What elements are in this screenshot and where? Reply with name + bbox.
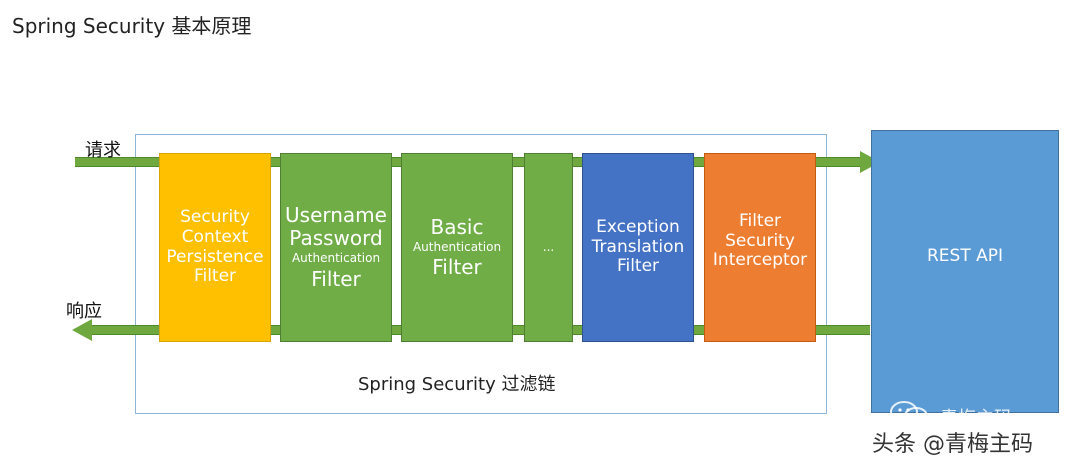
filter-ellipsis: ... [524, 153, 573, 342]
filter-line: Authentication [291, 251, 381, 266]
filter-username-password-authentication: Username Password Authentication Filter [280, 153, 392, 342]
rest-api-label: REST API [926, 246, 1004, 266]
filter-line: ... [542, 239, 555, 254]
filter-line: Interceptor [712, 250, 808, 271]
filter-line: Security [180, 207, 250, 228]
chain-caption: Spring Security 过滤链 [358, 374, 556, 395]
filter-basic-authentication: Basic Authentication Filter [401, 153, 513, 342]
request-label: 请求 [85, 140, 121, 161]
filter-line: Translation [591, 236, 685, 257]
filter-line: Password [289, 226, 383, 251]
filter-security-context-persistence: Security Context Persistence Filter [159, 153, 271, 342]
rest-api-box: REST API [871, 130, 1059, 413]
filter-line: Filter [193, 266, 237, 287]
filter-line: Filter [311, 266, 361, 291]
response-label: 响应 [66, 301, 102, 322]
filter-line: Security [725, 230, 795, 251]
watermark-outer: 头条 @青梅主码 [872, 432, 1033, 457]
wechat-icon [890, 401, 928, 425]
filter-line: Persistence [166, 246, 264, 267]
filter-line: Basic [430, 214, 484, 239]
watermark-inner: 青梅主码 [940, 408, 1012, 429]
filter-security-interceptor: Filter Security Interceptor [704, 153, 816, 342]
filter-chain-frame [135, 134, 827, 414]
filter-line: Context [181, 226, 249, 247]
filter-line: Exception [596, 217, 680, 238]
filter-line: Filter [738, 211, 782, 231]
filter-line: Authentication [412, 239, 502, 254]
filter-line: Filter [616, 256, 660, 277]
page-title: Spring Security 基本原理 [12, 14, 252, 38]
filter-line: Filter [432, 255, 482, 280]
filter-line: Username [285, 203, 387, 228]
filter-exception-translation: Exception Translation Filter [582, 153, 694, 342]
